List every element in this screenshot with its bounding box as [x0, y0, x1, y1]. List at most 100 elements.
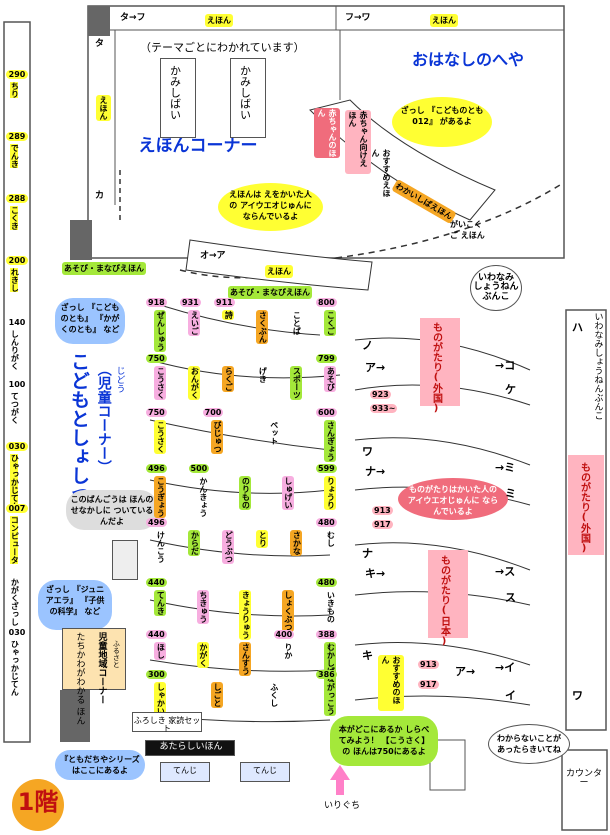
tenji-1: てんじ — [160, 762, 210, 782]
shelf-label: さんぎょう — [324, 420, 337, 462]
set-shelf: ふろしき 家読セット — [132, 712, 202, 733]
story-row-label: ケ — [505, 383, 516, 396]
japan-story-block — [428, 550, 468, 638]
children-bubble-2: このばんごうは ほんのせなかしに ついているんだよ — [66, 490, 158, 530]
shelf-label: こうさく — [154, 366, 167, 400]
story-row-label: →ス — [495, 565, 516, 578]
left-wall-num: 030 — [6, 442, 28, 451]
story-row-label: ア→ — [455, 665, 476, 678]
pillar-left — [70, 220, 92, 260]
shelf-number: 400 — [273, 630, 295, 639]
story-row-label: キ — [362, 649, 373, 662]
left-wall-num: 290 — [6, 70, 28, 79]
story-row-label: イ — [505, 689, 516, 702]
left-wall-num: 200 — [6, 256, 28, 265]
story-shelf-gaikokugo: がいこくご えほん — [450, 220, 485, 240]
shelf-label: こうぎょう — [154, 476, 167, 518]
entrance-label: いりぐち — [323, 801, 360, 811]
shelf-label: らくご — [222, 366, 235, 392]
side-ta: タ — [95, 39, 105, 49]
left-wall-num: 007 — [6, 504, 28, 513]
shelf-label: さくぶん — [256, 310, 269, 344]
story-room-dash — [335, 184, 561, 259]
shelf-label: しゃかい — [154, 682, 167, 716]
left-wall-num: 100 — [8, 380, 26, 389]
find-bubble: 本がどこにあるか しらべてみよう！ 【こうさく】の ほんは750にあるよ — [330, 716, 438, 766]
wall-iwanami: いわなみしょうねんぶんこ — [592, 312, 603, 420]
shelf-label: かがく — [196, 642, 209, 668]
story-row-label: →ミ — [495, 461, 516, 474]
shelf-label: ほし — [154, 642, 167, 660]
children-bubble-3: ざっし 『ジュニアエラ』 『子供の科学』 など — [38, 580, 112, 630]
local-sub: たちかわがわかる ほん — [74, 632, 85, 725]
ehon-order-bubble: えほんは えをかいた人の アイウエオじゅんに ならんでいるよ — [218, 183, 323, 231]
story-number: 923 — [370, 390, 391, 399]
shelf-label: あそび — [324, 366, 337, 392]
shelf-label: りか — [283, 643, 293, 659]
shelf-label: りょうり — [324, 476, 337, 510]
wall-kana-ha: ハ — [572, 321, 583, 334]
story-row-label: ア→ — [365, 361, 386, 374]
left-wall-label: でんき — [10, 144, 20, 168]
story-row-label: キ→ — [365, 567, 386, 580]
shelf-number: 300 — [146, 670, 167, 679]
shelf-label: ぜんしゅう — [154, 310, 167, 352]
shelf-label: しごと — [210, 682, 224, 708]
ehon-bottom: えほん — [265, 265, 293, 278]
floor-label: 1階 — [17, 788, 59, 816]
story-shelf-akachan: 赤ちゃん向けえほん — [345, 110, 371, 174]
left-wall-num: 288 — [6, 194, 28, 203]
shelf-number: 480 — [316, 518, 337, 527]
left-wall-num: 289 — [6, 132, 28, 141]
foreign-story-label: ものがたり(外国) — [430, 322, 442, 414]
shelf-number: 700 — [202, 408, 224, 417]
left-wall-label: ちり — [10, 82, 20, 98]
kamishibai-1: かみしばい — [160, 58, 196, 138]
left-wall-num: 030 — [8, 628, 26, 637]
story-room-title: おはなしのへや — [411, 50, 524, 69]
left-wall-label: ひゃっかじてん — [10, 454, 20, 510]
shelf-label: ペット — [269, 421, 279, 445]
foreign-story-block — [420, 318, 460, 406]
theme-note: （テーマごとにわかれています） — [140, 41, 305, 54]
shelf-label: どうぶつ — [222, 530, 235, 564]
shelf-number: 388 — [316, 630, 337, 639]
shelf-label: さかな — [290, 530, 303, 556]
shelf-label: いきもの — [326, 591, 336, 623]
childrens-ruby: じどう — [114, 366, 125, 393]
shelf-number: 500 — [188, 464, 210, 473]
story-row-label: ス — [505, 591, 516, 604]
range-3: オ→ア — [200, 251, 226, 261]
shelf-number: 600 — [316, 408, 337, 417]
local-title: 児童地域コーナー — [96, 632, 107, 704]
asobi-2: あそび・まなびえほん — [228, 286, 312, 299]
shelf-label: むし — [326, 531, 336, 547]
left-wall-label: かがくざっし — [10, 578, 20, 626]
pillar-bottom — [60, 690, 90, 742]
childrens-sub: （児童コーナー） — [95, 362, 112, 474]
ehon-top-1: えほん — [205, 14, 233, 27]
shelf-number: 750 — [146, 408, 167, 417]
tenji-2: てんじ — [240, 762, 290, 782]
story-number: 917 — [418, 680, 439, 689]
story-row-label: ナ→ — [365, 465, 386, 478]
left-wall-label: れきし — [10, 268, 20, 292]
local-corner — [62, 628, 126, 690]
story-row-label: ワ — [362, 445, 373, 458]
side-ka: カ — [95, 191, 105, 201]
left-wall-label: てつがく — [10, 392, 20, 424]
ehon-top-2: えほん — [430, 14, 458, 27]
wall-foreign-label: ものがたり(外国) — [578, 462, 590, 554]
shelf-label: しょくぶつ — [281, 590, 294, 632]
shelf-label: さんすう — [239, 642, 252, 676]
shelf-number: 386 — [316, 670, 337, 679]
shelf-number: 496 — [146, 464, 167, 473]
ask-bubble: わからないことが あったらきいてね — [488, 724, 570, 764]
shelf-label: とり — [256, 530, 269, 548]
shelf-label: スポーツ — [290, 366, 303, 400]
shelf-label: のりもの — [239, 476, 252, 510]
floor-badge — [12, 779, 64, 831]
range-1: タ→フ — [120, 13, 146, 23]
story-number: 913 — [372, 506, 393, 515]
left-wall-label: しんりがく — [10, 330, 20, 370]
